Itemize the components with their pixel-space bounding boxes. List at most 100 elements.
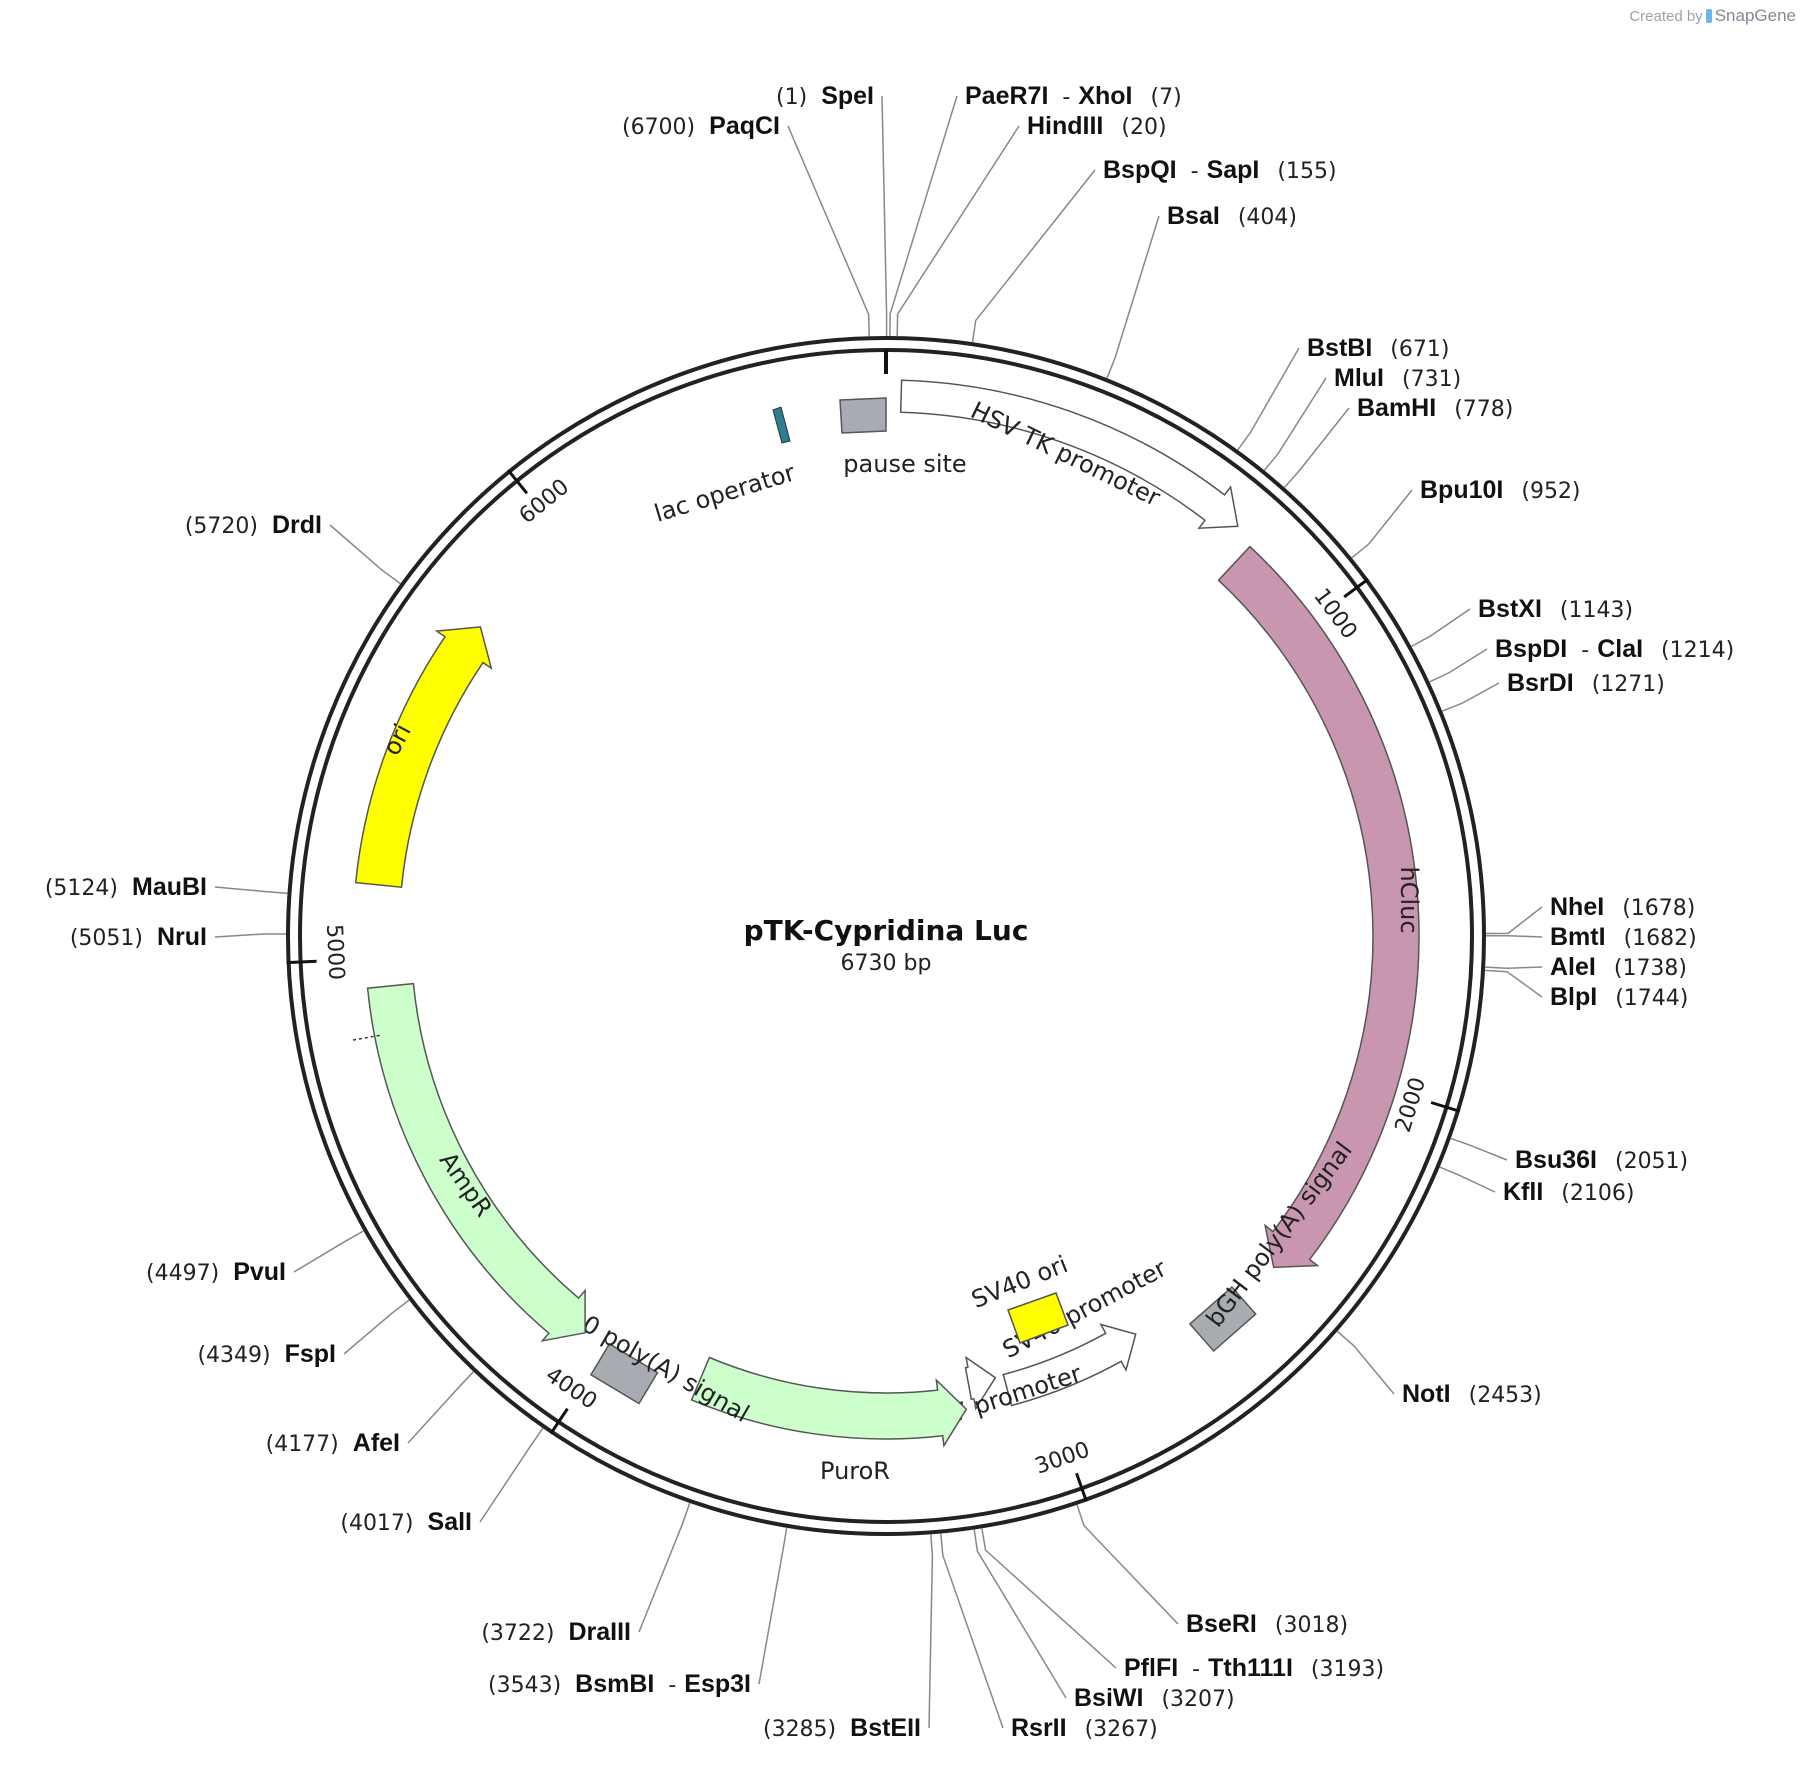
site-bsai-pos-label: (404) bbox=[1238, 205, 1297, 230]
plasmid-size: 6730 bp bbox=[841, 951, 932, 976]
site-bsteii-pos-label: (3285) bbox=[763, 1717, 836, 1742]
noti-leader-line bbox=[1336, 1330, 1395, 1395]
site-rsrii-name: RsrII bbox=[1011, 1714, 1067, 1742]
site-kfli-label: KflI (2106) bbox=[1503, 1178, 1634, 1206]
pvui-leader-line bbox=[293, 1230, 364, 1273]
site-alei-pos-label: (1738) bbox=[1614, 956, 1687, 981]
site-bseri-pos-label: (3018) bbox=[1275, 1613, 1348, 1638]
site-bsu36i-pos-label: (2051) bbox=[1615, 1149, 1688, 1174]
site-bspdi-pos-label: (1214) bbox=[1661, 638, 1734, 663]
maubi-leader-line bbox=[214, 886, 288, 894]
site-paqci-label: (6700)PaqCI bbox=[622, 112, 780, 140]
site-draiii-pos-label: (3722) bbox=[481, 1621, 554, 1646]
site-bsiwi-name: BsiWI bbox=[1074, 1684, 1143, 1712]
site-bspqi-separator: - bbox=[1191, 159, 1199, 184]
site-draiii-name: DraIII bbox=[568, 1618, 631, 1646]
site-kfli-name: KflI bbox=[1503, 1178, 1543, 1206]
site-afei-name: AfeI bbox=[353, 1429, 400, 1457]
pause-site-shape bbox=[839, 397, 887, 434]
bamhi-leader-line bbox=[1283, 407, 1350, 488]
site-spei-label: (1)SpeI bbox=[776, 82, 874, 110]
rsrii-leader-line bbox=[940, 1533, 1004, 1729]
puror-arrow bbox=[690, 1356, 968, 1448]
pause-site-label: pause site bbox=[843, 450, 966, 478]
site-mlui-label: MluI (731) bbox=[1334, 364, 1461, 392]
site-mlui-name: MluI bbox=[1334, 364, 1384, 392]
sv40-ori-shape bbox=[1007, 1292, 1069, 1344]
plasmid-name: pTK-Cypridina Luc bbox=[744, 914, 1029, 947]
site-maubi-name: MauBI bbox=[132, 873, 207, 901]
site-bstxi-pos-label: (1143) bbox=[1560, 598, 1633, 623]
site-bsai-label: BsaI(404) bbox=[1167, 202, 1297, 230]
site-nrui-pos-label: (5051) bbox=[70, 926, 143, 951]
bstxi-leader-line bbox=[1411, 608, 1471, 648]
site-drdi-pos-label: (5720) bbox=[185, 514, 258, 539]
sali-leader-line bbox=[479, 1427, 544, 1523]
site-bsteii-label: (3285)BstEII bbox=[763, 1714, 921, 1742]
site-noti-label: NotI(2453) bbox=[1402, 1380, 1542, 1408]
site-bstxi-name: BstXI bbox=[1478, 595, 1542, 623]
fspi-leader-line bbox=[343, 1299, 410, 1355]
drdi-leader-line bbox=[329, 524, 401, 585]
site-afei-label: (4177)AfeI bbox=[266, 1429, 400, 1457]
site-kfli-pos-label: (2106) bbox=[1561, 1181, 1634, 1206]
tick-label: 3000 bbox=[1032, 1437, 1093, 1479]
site-sali-pos-label: (4017) bbox=[340, 1511, 413, 1536]
paqci-leader-line bbox=[787, 125, 870, 337]
site-alei-label: AleI(1738) bbox=[1550, 953, 1687, 981]
site-pflfi-name: PflFI bbox=[1124, 1654, 1178, 1682]
site-bspqi-label: BspQI-SapI(155) bbox=[1103, 156, 1337, 184]
puror-label: PuroR bbox=[820, 1457, 890, 1485]
site-pvui-label: (4497)PvuI bbox=[146, 1258, 286, 1286]
site-nrui-label: (5051)NruI bbox=[70, 923, 207, 951]
site-group: (1)SpeI(6700)PaqCI PaeR7I-XhoI(7)HindIII(… bbox=[45, 82, 1734, 1742]
site-pvui-pos-label: (4497) bbox=[146, 1261, 219, 1286]
site-bamhi-name: BamHI bbox=[1357, 394, 1436, 422]
draiii-leader-line bbox=[638, 1502, 691, 1633]
site-bmti-pos-label: (1682) bbox=[1624, 926, 1697, 951]
bsrdi-leader-line bbox=[1442, 682, 1500, 712]
alei-leader-line bbox=[1485, 966, 1543, 969]
bsmbi-leader-line bbox=[758, 1527, 788, 1685]
site-blpi-label: BlpI(1744) bbox=[1550, 983, 1688, 1011]
tick-mark bbox=[506, 469, 529, 495]
backbone-group bbox=[286, 336, 1486, 1536]
site-hindiii-label: HindIII(20) bbox=[1027, 112, 1167, 140]
bgh-poly-a-signal-shape bbox=[1188, 1285, 1257, 1353]
site-paer7i-label: PaeR7I-XhoI(7) bbox=[965, 82, 1182, 110]
site-mlui-pos-label: (731) bbox=[1402, 367, 1461, 392]
tick-label: 6000 bbox=[515, 474, 574, 529]
site-bmti-label: BmtI(1682) bbox=[1550, 923, 1697, 951]
site-bspdi-name: BspDI bbox=[1495, 635, 1567, 663]
site-bsmbi-pos-label: (3543) bbox=[488, 1673, 561, 1698]
site-bspdi-name2: ClaI bbox=[1597, 635, 1643, 663]
site-bsiwi-pos-label: (3207) bbox=[1161, 1687, 1234, 1712]
site-bspdi-label: BspDI-ClaI(1214) bbox=[1495, 635, 1734, 663]
bsteii-leader-line bbox=[928, 1534, 934, 1729]
afei-leader-line bbox=[407, 1371, 475, 1444]
site-bpu10i-label: Bpu10I(952) bbox=[1420, 476, 1581, 504]
tick-mark bbox=[1075, 1472, 1088, 1502]
site-pflfi-name2: Tth111I bbox=[1208, 1654, 1293, 1682]
site-paqci-pos-label: (6700) bbox=[622, 115, 695, 140]
site-paer7i-name2: XhoI bbox=[1078, 82, 1132, 110]
site-bseri-label: BseRI(3018) bbox=[1186, 1610, 1348, 1638]
site-bspqi-name2: SapI bbox=[1207, 156, 1260, 184]
ampr-promoter-boundary bbox=[352, 1034, 383, 1041]
site-bstbi-label: BstBI(671) bbox=[1307, 334, 1449, 362]
tick-mark bbox=[286, 959, 317, 965]
bspdi-leader-line bbox=[1429, 648, 1488, 683]
lac-operator-label: lac operator bbox=[651, 458, 798, 527]
site-bsiwi-label: BsiWI (3207) bbox=[1074, 1684, 1235, 1712]
site-rsrii-pos-label: (3267) bbox=[1085, 1717, 1158, 1742]
ampr-arrow bbox=[366, 982, 586, 1342]
site-bsmbi-label: (3543)BsmBI-Esp3I bbox=[488, 1670, 751, 1698]
site-maubi-pos-label: (5124) bbox=[45, 876, 118, 901]
site-sali-name: SalI bbox=[428, 1508, 472, 1536]
hsv-tk-promoter-arrow bbox=[899, 379, 1239, 530]
site-maubi-label: (5124) MauBI bbox=[45, 873, 207, 901]
bmti-leader-line bbox=[1486, 934, 1543, 938]
hcluc-label: hCluc bbox=[1395, 866, 1423, 933]
spei-leader-line bbox=[881, 95, 888, 336]
